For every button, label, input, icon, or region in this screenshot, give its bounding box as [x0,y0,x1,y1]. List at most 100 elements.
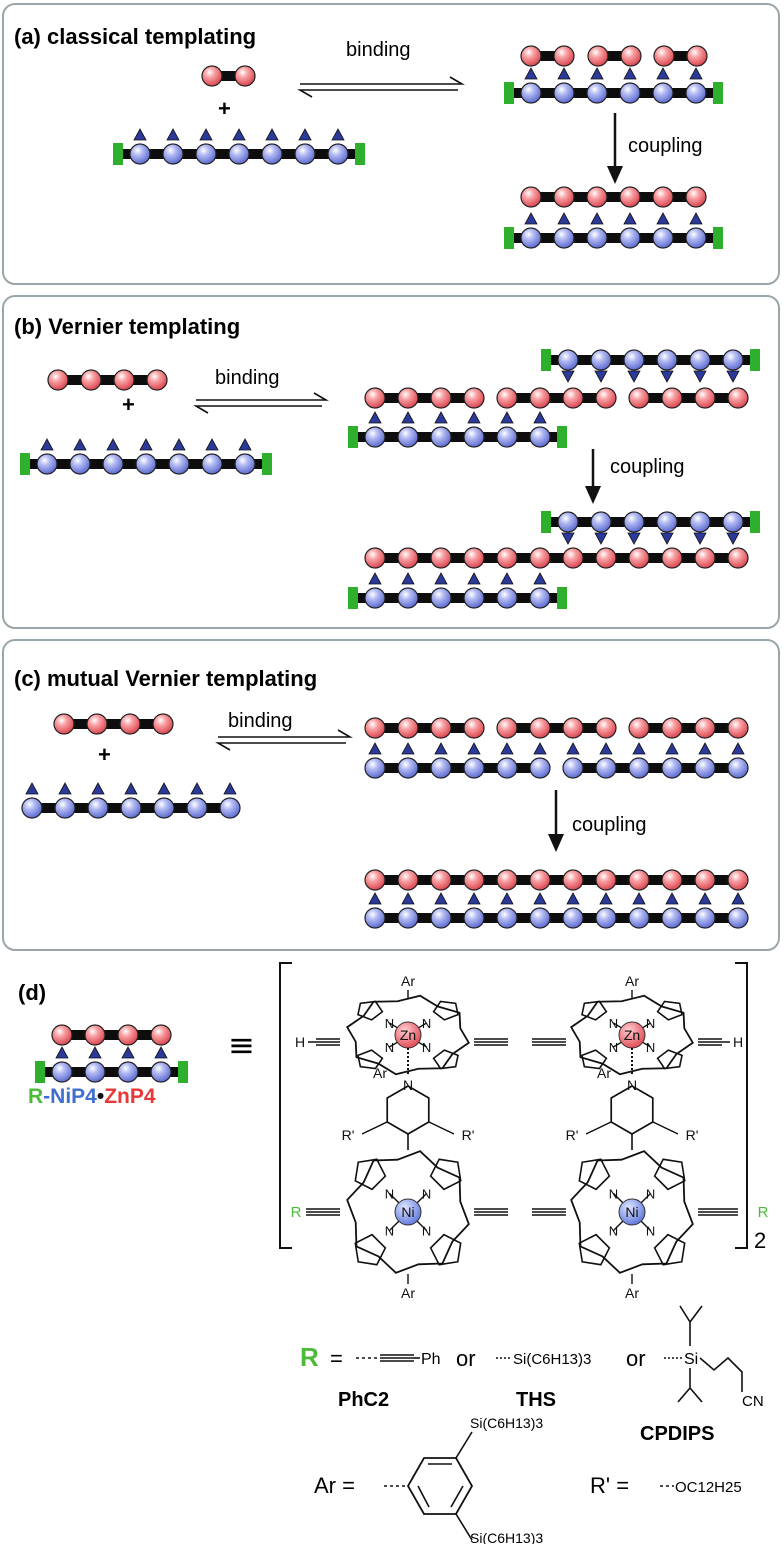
ni-porphyrin-bead [219,797,241,819]
zn-porphyrin-right-n-atom: N [609,1016,618,1031]
ni-porphyrin-right-n-atom: N [646,1224,655,1239]
zn-porphyrin-bead [529,717,551,739]
zn-porphyrin-bead [694,869,716,891]
zn-porphyrin-bead [463,717,485,739]
pyridyl-ligand [368,572,382,585]
linker-rod [375,393,474,403]
ni-porphyrin-left-metal-label: Ni [401,1204,414,1220]
zn-porphyrin-left-metal-label: Zn [400,1027,416,1043]
ni-porphyrin-left-n-metal-bond [388,1220,400,1232]
pyridyl-ligand [561,532,575,545]
zn-porphyrin-bead [661,717,683,739]
zn-porphyrin-bead [595,717,617,739]
ni-porphyrin-bead [529,426,551,448]
reverse-arrow [215,742,346,751]
ni-porphyrin-left-metal-center [394,1198,422,1226]
ni-porphyrin-bead [619,82,641,104]
ni-porphyrin-left-pyrrole-ring [429,1233,462,1266]
h-terminal-right: H [733,1034,743,1050]
linker-rod [353,593,562,603]
zn-porphyrin-bead [727,547,749,569]
ni-porphyrin-bead [562,907,584,929]
ar-label-ni-bottom-left: Ar [401,1285,415,1301]
ni-porphyrin-bead [430,426,452,448]
ni-porphyrin-bead [529,757,551,779]
end-cap [178,1061,188,1083]
rprime-definition: R' = OC12H25 [590,1473,742,1498]
ni-porphyrin-left-n-metal-bond [388,1192,400,1204]
linker-rod [375,553,738,563]
pyridyl-ligand [594,370,608,383]
ni-porphyrin-left-n-atom: N [385,1224,394,1239]
ni-porphyrin-bead [520,227,542,249]
linker-rod [509,233,718,243]
end-cap [262,453,272,475]
ni-porphyrin-bead [261,143,283,165]
pyridyl-ligand [91,782,105,795]
pyridyl-ligand [106,438,120,451]
zn-porphyrin-bead [553,186,575,208]
pyridyl-ligand [698,892,712,905]
rprime-label-right-left: R' [462,1127,475,1143]
rprime-def-label: R' = [590,1473,629,1498]
zn-porphyrin-bead [150,1024,172,1046]
zn-porphyrin-bead [529,387,551,409]
pyridyl-ligand [698,742,712,755]
pyridyl-ligand [467,572,481,585]
panel-c-binding-label: binding [228,710,293,732]
ni-porphyrin-bead [652,227,674,249]
zn-porphyrin-right-pyrrole-ring [581,1000,608,1021]
zn-porphyrin-bead [529,547,551,569]
ni-porphyrin-bead [529,587,551,609]
pyridyl-ligand [500,411,514,424]
panel-a-schematic [113,45,723,249]
pyridyl-ligand [199,128,213,141]
pyridyl-ligand [368,411,382,424]
linker-rod [507,393,606,403]
compound-name-dot: • [97,1085,104,1108]
ni-porphyrin-bead [722,511,744,533]
ni-porphyrin-bead [562,757,584,779]
ar-label-zn-top-left: Ar [401,973,415,989]
ni-porphyrin-bead [656,349,678,371]
zn-porphyrin-bead [430,717,452,739]
panel-b-coupling-label: coupling [610,456,685,478]
pyridyl-ligand [533,411,547,424]
pyridyl-ligand [632,892,646,905]
linker-rod [598,51,631,61]
zn-porphyrin-bead [113,369,135,391]
zn-porphyrin-bead [619,186,641,208]
ni-porphyrin-bead [553,82,575,104]
compound-name-dash: - [43,1085,50,1108]
r-def-cn: CN [742,1393,764,1410]
ni-porphyrin-bead [397,757,419,779]
zn-porphyrin-bead [520,186,542,208]
zn-porphyrin-right-n-atom: N [646,1016,655,1031]
pyridyl-ligand [500,742,514,755]
h-terminal-left: H [295,1034,305,1050]
ni-porphyrin-right-n-atom: N [609,1224,618,1239]
r-def-equals: = [330,1346,343,1371]
panel-b-plus: + [122,392,135,417]
r-def-ph: Ph [421,1351,441,1368]
zn-porphyrin-bead [496,547,518,569]
ar-def-si-bond-top [455,1431,473,1459]
pyridyl-ligand [25,782,39,795]
zn-porphyrin-left-pyrrole-ring [432,1049,459,1070]
zn-porphyrin-bead [628,869,650,891]
equivalence-symbol: ≡ [228,1026,255,1064]
zn-porphyrin-left-pyrrole-ring [432,1000,459,1021]
pyridyl-ligand [726,370,740,383]
pyridyl-ligand [73,438,87,451]
ni-porphyrin-bead [186,797,208,819]
zn-porphyrin-bead [562,869,584,891]
zn-porphyrin-bead [529,869,551,891]
zn-porphyrin-bead [661,869,683,891]
zn-porphyrin-bead [661,387,683,409]
pyridyl-ligand [121,1046,135,1059]
ni-porphyrin-bead [529,907,551,929]
pyridyl-ligand [665,742,679,755]
zn-porphyrin-bead [652,186,674,208]
zn-porphyrin-bead [727,717,749,739]
